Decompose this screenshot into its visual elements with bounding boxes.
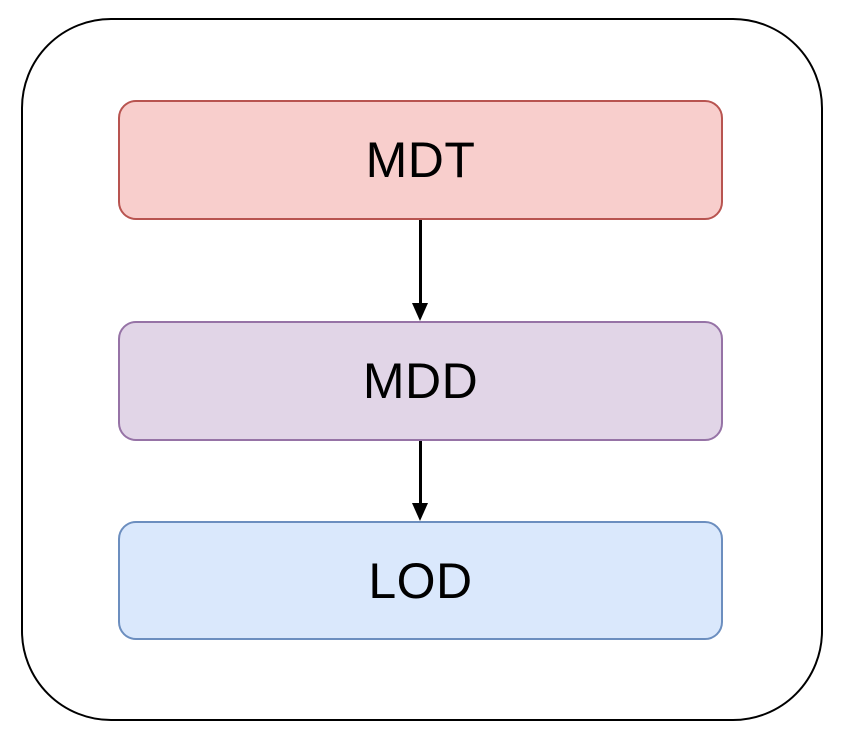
arrow-line: [419, 441, 422, 504]
arrow-head-down-icon: [412, 503, 428, 521]
outer-rounded-container: [21, 18, 823, 721]
arrow-mdd-to-lod: [410, 441, 430, 521]
arrow-head-down-icon: [412, 303, 428, 321]
arrow-mdt-to-mdd: [410, 220, 430, 321]
node-mdd-label: MDD: [362, 353, 479, 409]
arrow-line: [419, 220, 422, 304]
node-mdt[interactable]: MDT: [118, 100, 723, 220]
node-lod-label: LOD: [368, 552, 473, 609]
node-mdd[interactable]: MDD: [118, 321, 723, 441]
node-lod[interactable]: LOD: [118, 521, 723, 640]
node-mdt-label: MDT: [365, 132, 476, 188]
